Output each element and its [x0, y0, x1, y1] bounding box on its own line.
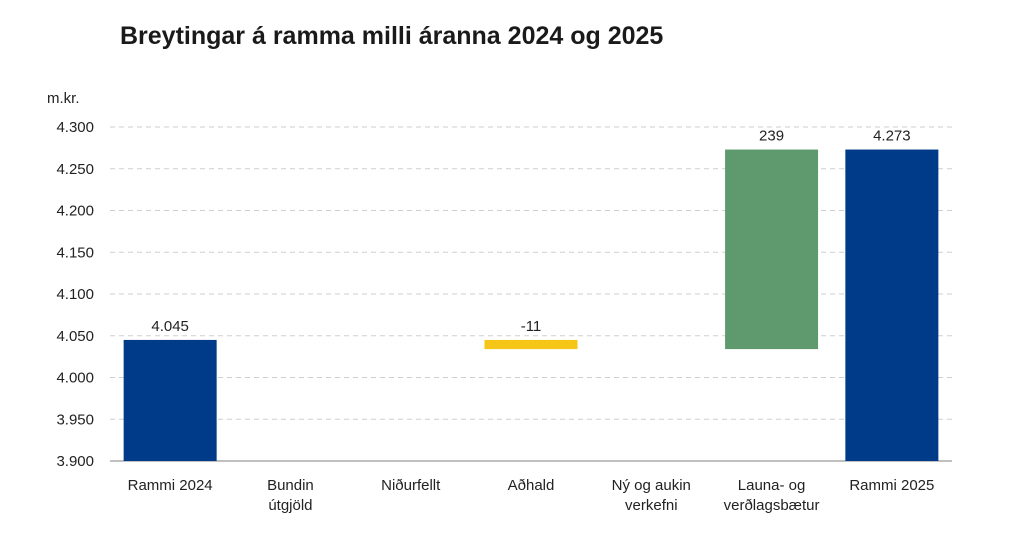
- x-category-label: útgjöld: [268, 497, 312, 514]
- data-label: 4.273: [873, 128, 911, 145]
- x-category-label: Ný og aukin: [612, 477, 691, 494]
- x-category-label: verkefni: [625, 497, 678, 514]
- bar: [845, 149, 939, 462]
- y-tick-label: 4.200: [56, 203, 94, 220]
- data-label: 4.045: [151, 318, 189, 335]
- y-tick-label: 3.950: [56, 411, 94, 428]
- y-tick-label: 4.150: [56, 244, 94, 261]
- y-tick-label: 4.300: [56, 119, 94, 136]
- y-axis-unit-label: m.kr.: [47, 90, 80, 107]
- y-tick-label: 3.900: [56, 453, 94, 470]
- x-category-label: Bundin: [267, 477, 314, 494]
- y-tick-label: 4.000: [56, 370, 94, 387]
- chart-title: Breytingar á ramma milli áranna 2024 og …: [120, 22, 664, 50]
- x-category-label: Aðhald: [508, 477, 555, 494]
- y-tick-label: 4.100: [56, 286, 94, 303]
- y-tick-label: 4.050: [56, 328, 94, 345]
- data-label: 239: [759, 128, 784, 145]
- x-category-label: verðlagsbætur: [724, 497, 820, 514]
- bar: [123, 339, 217, 461]
- x-category-label: Rammi 2024: [128, 477, 213, 494]
- y-tick-label: 4.250: [56, 161, 94, 178]
- bar: [484, 339, 578, 350]
- x-category-label: Launa- og: [738, 477, 806, 494]
- bar: [725, 149, 819, 350]
- data-label: -11: [521, 318, 542, 335]
- x-category-label: Niðurfellt: [381, 477, 441, 494]
- x-category-label: Rammi 2025: [849, 477, 934, 494]
